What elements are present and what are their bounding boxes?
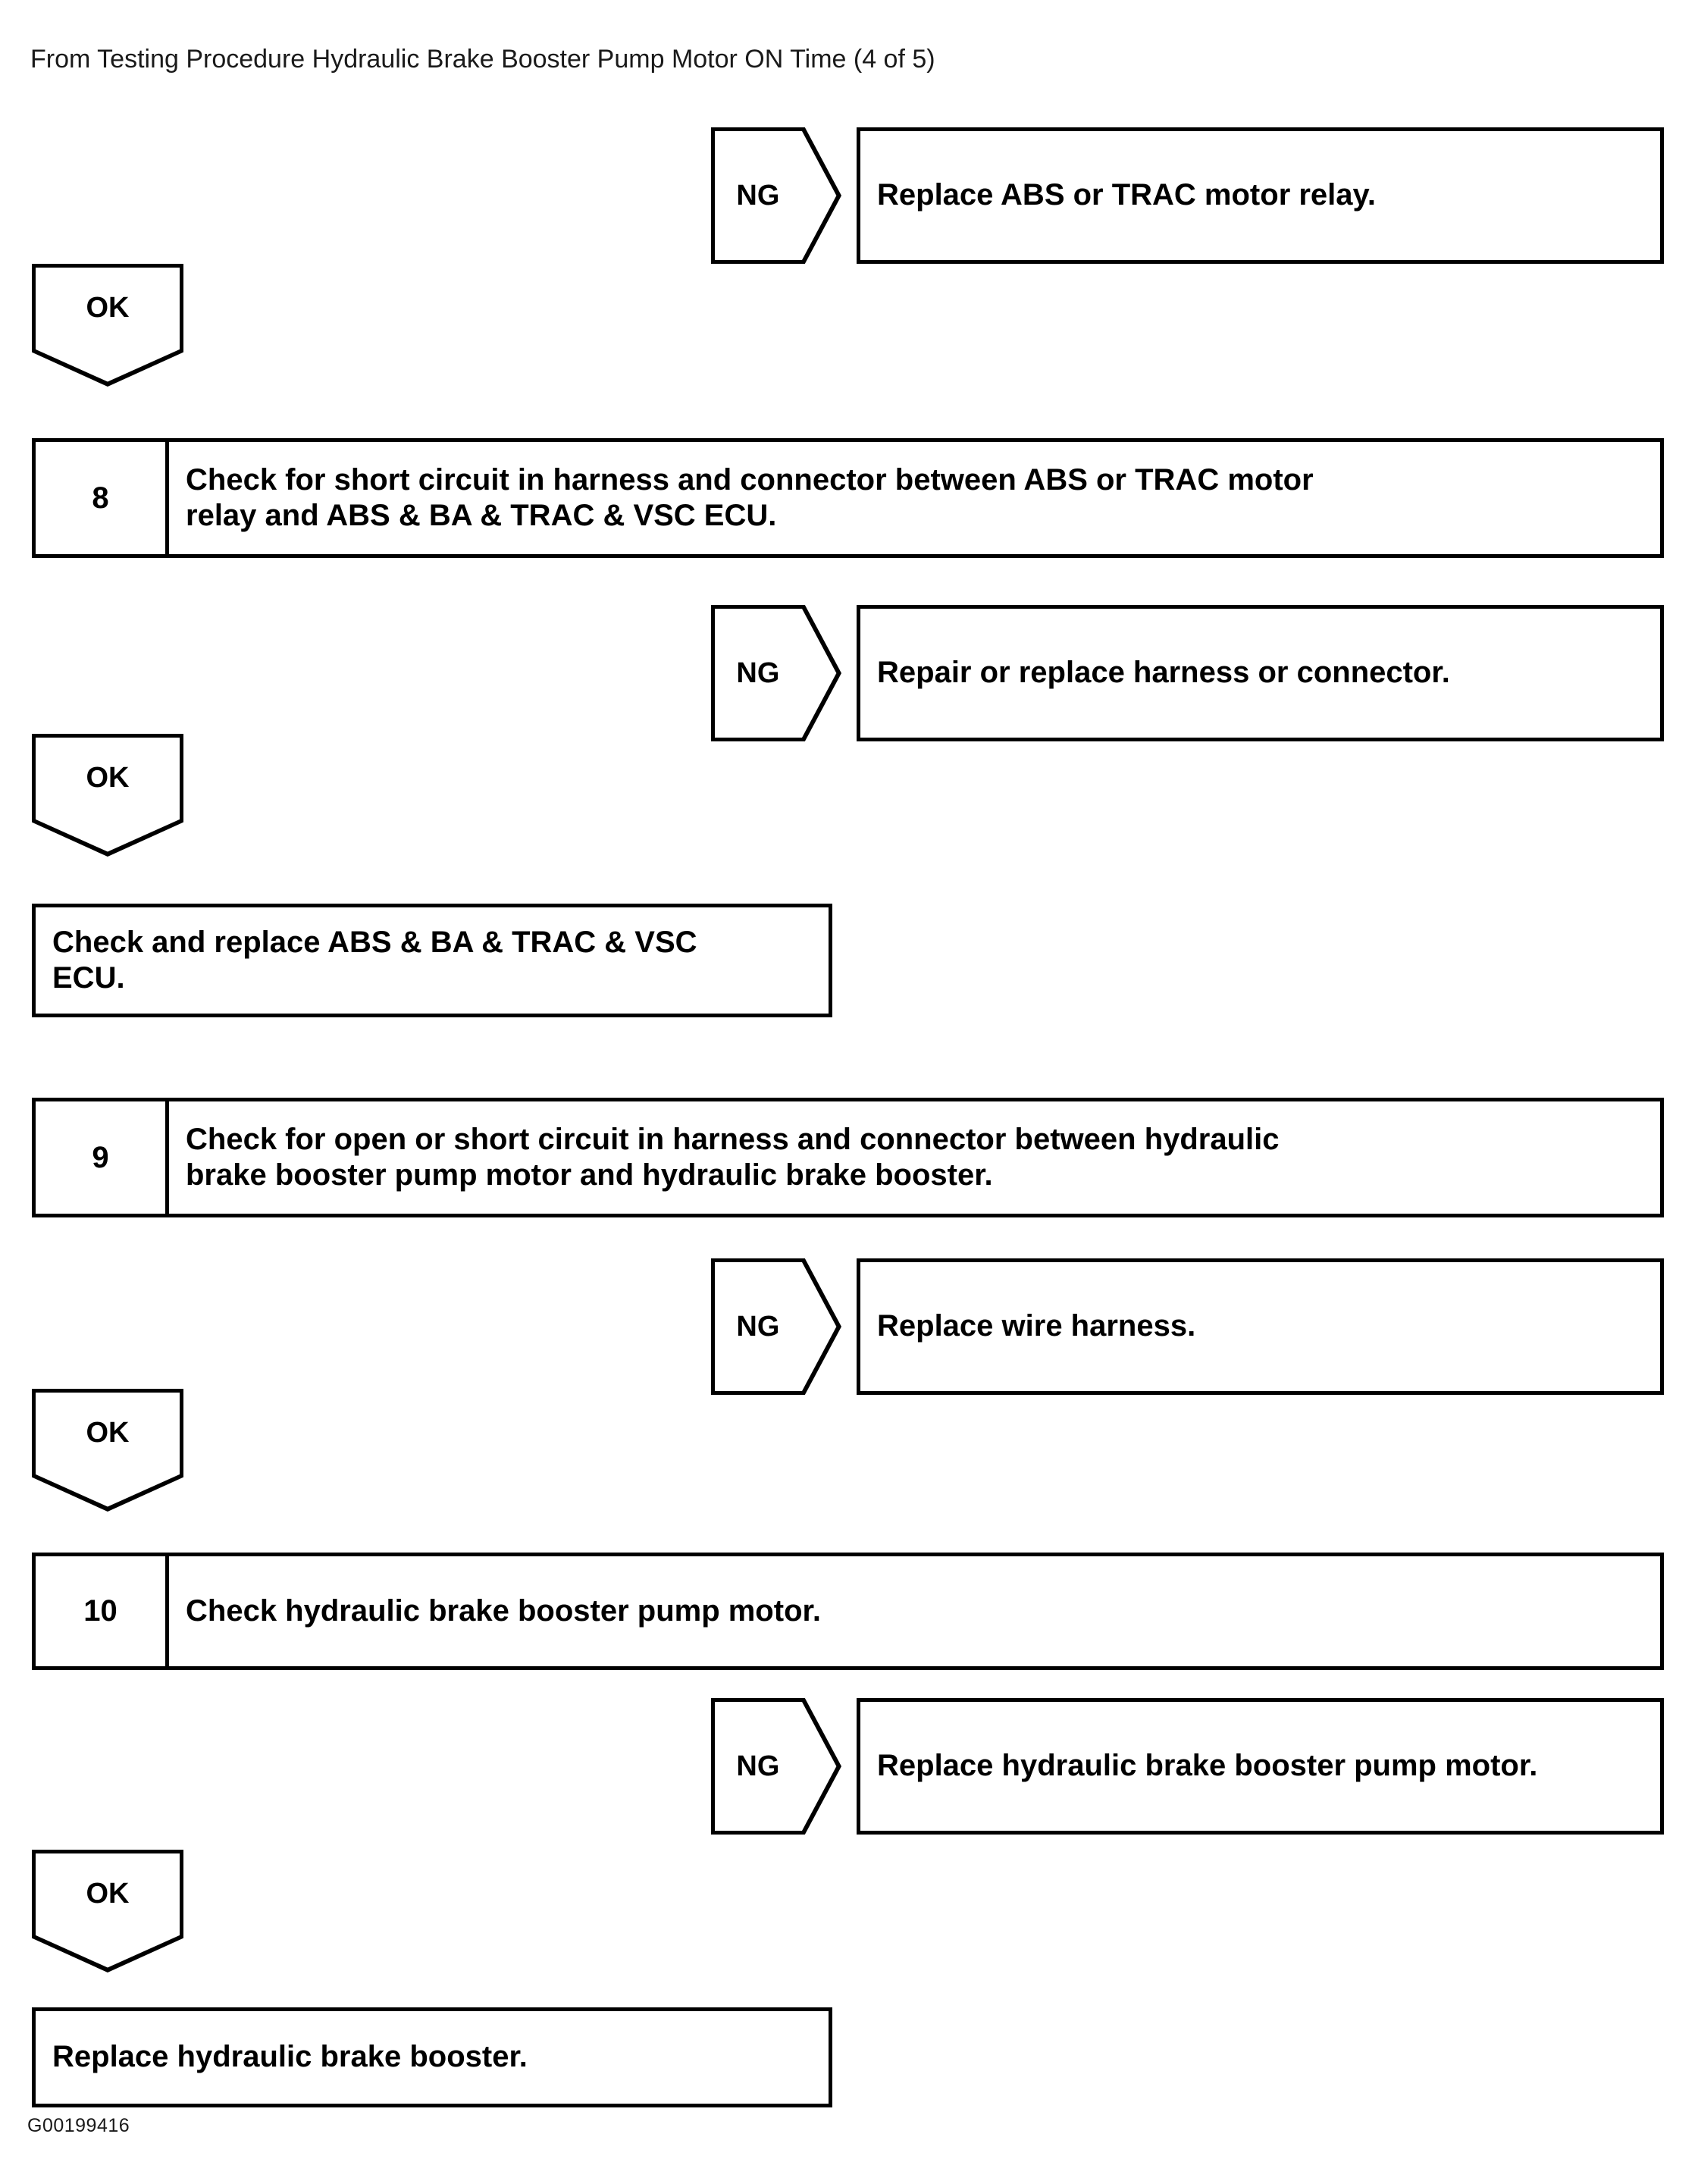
ok-pentagon-icon: OK <box>32 1389 183 1512</box>
ok-pentagon-icon: OK <box>32 264 183 387</box>
step-8-line-1: Check for short circuit in harness and c… <box>186 462 1314 497</box>
step-9-line-1: Check for open or short circuit in harne… <box>186 1122 1280 1156</box>
step-9-line-2: brake booster pump motor and hydraulic b… <box>186 1158 993 1192</box>
page-title: From Testing Procedure Hydraulic Brake B… <box>30 45 935 74</box>
ng-pentagon-icon: NG <box>711 1258 841 1395</box>
ok-label-2: OK <box>86 761 130 794</box>
ng-connector-2: NG <box>711 605 841 741</box>
ng-result-box-2: Repair or replace harness or connector. <box>857 605 1664 741</box>
action-2-line-1: Replace hydraulic brake booster. <box>52 2040 528 2074</box>
step-box-8: 8 Check for short circuit in harness and… <box>32 438 1664 558</box>
ok-connector-1: OK <box>32 264 183 387</box>
ng-connector-1: NG <box>711 127 841 264</box>
ng-result-text-4: Replace hydraulic brake booster pump mot… <box>877 1749 1538 1783</box>
ok-label-3: OK <box>86 1416 130 1449</box>
step-10-line-1: Check hydraulic brake booster pump motor… <box>186 1593 821 1628</box>
ng-result-box-4: Replace hydraulic brake booster pump mot… <box>857 1698 1664 1835</box>
ok-connector-3: OK <box>32 1389 183 1512</box>
ng-pentagon-icon: NG <box>711 605 841 741</box>
ok-label-1: OK <box>86 291 130 324</box>
action-box-1: Check and replace ABS & BA & TRAC & VSC … <box>32 904 832 1017</box>
step-text-9: Check for open or short circuit in harne… <box>169 1101 1660 1214</box>
ng-connector-3: NG <box>711 1258 841 1395</box>
ok-connector-4: OK <box>32 1850 183 1972</box>
step-8-line-2: relay and ABS & BA & TRAC & VSC ECU. <box>186 499 777 532</box>
step-box-10: 10 Check hydraulic brake booster pump mo… <box>32 1553 1664 1670</box>
ng-result-text-3: Replace wire harness. <box>877 1309 1196 1343</box>
ng-pentagon-icon: NG <box>711 1698 841 1835</box>
figure-id-code: G00199416 <box>27 2115 130 2136</box>
ok-pentagon-icon: OK <box>32 734 183 857</box>
ng-label-2: NG <box>736 656 780 689</box>
step-number-10: 10 <box>36 1556 169 1666</box>
ng-label-4: NG <box>736 1750 780 1782</box>
action-1-line-1: Check and replace ABS & BA & TRAC & VSC <box>52 925 697 959</box>
ng-result-text-1: Replace ABS or TRAC motor relay. <box>877 178 1376 212</box>
action-1-line-2: ECU. <box>52 961 125 995</box>
ng-result-box-1: Replace ABS or TRAC motor relay. <box>857 127 1664 264</box>
action-text-1: Check and replace ABS & BA & TRAC & VSC … <box>36 925 711 996</box>
step-number-9: 9 <box>36 1101 169 1214</box>
ng-result-text-2: Repair or replace harness or connector. <box>877 656 1450 690</box>
step-number-8: 8 <box>36 442 169 554</box>
step-text-10: Check hydraulic brake booster pump motor… <box>169 1556 1660 1666</box>
ok-connector-2: OK <box>32 734 183 857</box>
ok-pentagon-icon: OK <box>32 1850 183 1972</box>
step-box-9: 9 Check for open or short circuit in har… <box>32 1098 1664 1217</box>
ng-label-3: NG <box>736 1310 780 1343</box>
ng-label-1: NG <box>736 179 780 212</box>
ok-label-4: OK <box>86 1877 130 1910</box>
action-text-2: Replace hydraulic brake booster. <box>36 2039 541 2075</box>
step-text-8: Check for short circuit in harness and c… <box>169 442 1660 554</box>
ng-pentagon-icon: NG <box>711 127 841 264</box>
action-box-2: Replace hydraulic brake booster. <box>32 2007 832 2107</box>
ng-connector-4: NG <box>711 1698 841 1835</box>
ng-result-box-3: Replace wire harness. <box>857 1258 1664 1395</box>
